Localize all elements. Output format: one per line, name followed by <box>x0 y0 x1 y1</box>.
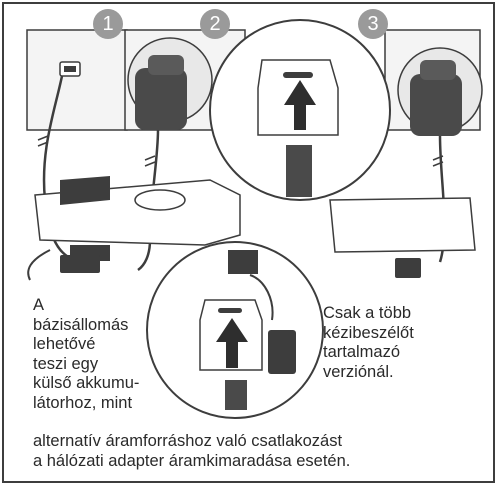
caption-line: kézibeszélőt <box>323 323 414 342</box>
left-caption: A bázisállomás lehetővé teszi egy külső … <box>33 296 148 413</box>
caption-line: Csak a több <box>323 304 412 322</box>
caption-line: tartalmazó <box>323 343 401 361</box>
step-badge-2: 2 <box>200 9 230 39</box>
svg-text:1: 1 <box>102 13 113 35</box>
caption-line: verziónál. <box>323 362 394 381</box>
caption-line: a hálózati adapter áramkimaradása esetén… <box>33 451 351 470</box>
right-caption: Csak a több kézibeszélőt tartalmazó verz… <box>323 304 483 382</box>
step-badge-3: 3 <box>358 9 388 39</box>
wall-panel-1 <box>26 29 128 131</box>
caption-line: alternatív áramforráshoz való csatlakozá… <box>33 432 343 450</box>
svg-text:3: 3 <box>367 13 378 35</box>
base-station-icon <box>27 176 241 281</box>
up-arrow-icon <box>216 318 248 368</box>
svg-text:2: 2 <box>209 13 220 35</box>
caption-line: teszi egy <box>33 354 99 373</box>
power-adapter-icon <box>397 47 483 263</box>
caption-line: külső akkumu- <box>33 374 140 392</box>
caption-line: látorhoz, mint <box>33 393 133 412</box>
caption-line: A <box>33 296 45 314</box>
caption-line: bázisállomás <box>33 315 129 334</box>
charger-cradle-icon <box>329 197 476 278</box>
step-badge-1: 1 <box>93 9 123 39</box>
caption-line: lehetővé <box>33 335 96 353</box>
up-arrow-icon <box>284 80 316 130</box>
bottom-caption: alternatív áramforráshoz való csatlakozá… <box>33 432 488 471</box>
